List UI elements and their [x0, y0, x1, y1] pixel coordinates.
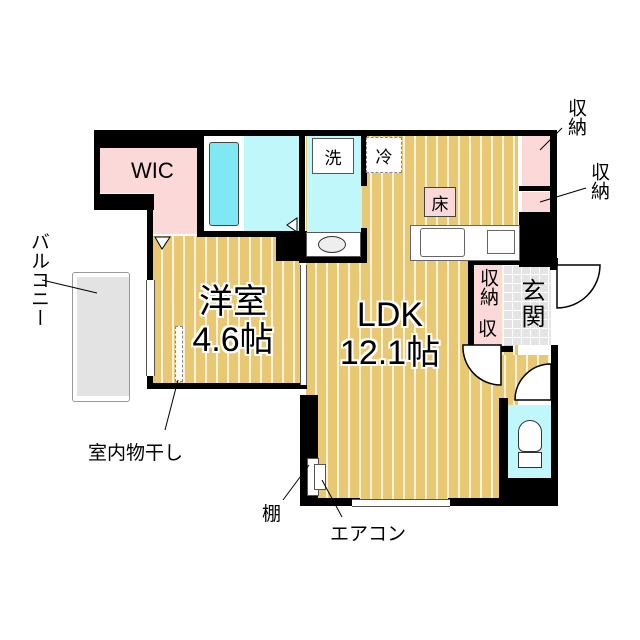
balcony-floor: [77, 277, 129, 396]
kitchen-sink: [420, 228, 465, 257]
entrance-storage-label: 収納: [477, 268, 499, 306]
ldk-label: LDK 12.1帖: [330, 296, 450, 372]
floor-heating-badge: 床: [424, 187, 456, 217]
wall-top-left: [94, 130, 204, 148]
washbasin-bowl: [318, 236, 346, 253]
storage-top-callout: 収納: [565, 98, 587, 136]
wall-wash-block: [276, 231, 306, 261]
washer-space: 洗: [312, 138, 354, 174]
entrance-storage-floor: [474, 265, 502, 345]
fridge-space: 冷: [366, 137, 402, 173]
ldk-size: 12.1帖: [339, 334, 441, 372]
ldk-western-sliding-door: [300, 265, 307, 385]
wall-top: [200, 130, 556, 136]
wall-entrance-left: [468, 258, 474, 353]
wall-toilet-left: [499, 398, 508, 506]
wall-right-top: [550, 130, 557, 270]
wall-wic-bottom: [94, 194, 154, 210]
indoor-drying-callout: 室内物干し: [88, 442, 184, 464]
wall-bath-wash: [299, 130, 305, 237]
entrance-label: 玄関: [517, 278, 545, 330]
storage-right-callout: 収納: [588, 162, 610, 200]
floor-heating-label: 床: [431, 194, 449, 215]
kitchen-stove: [487, 230, 515, 254]
wall-storage-divider: [519, 186, 556, 191]
entrance-floor: [503, 265, 551, 345]
western-room-size: 4.6帖: [192, 321, 274, 359]
ldk-name: LDK: [356, 296, 424, 334]
wall-bath-bottom: [197, 231, 307, 237]
balcony-callout: バルコニー: [28, 232, 50, 327]
wic-floor-lower: [153, 148, 197, 234]
wall-wash-right-low: [361, 228, 367, 263]
storage-right-floor: [522, 192, 550, 212]
entrance-storage-2-label: 収: [478, 318, 498, 340]
wic-label: WIC: [131, 158, 174, 183]
wall-entrance-top: [468, 258, 558, 265]
ldk-window: [352, 499, 450, 507]
wall-toilet-bottom: [499, 478, 557, 506]
air-conditioner: [314, 464, 326, 490]
kitchen-counter: [410, 225, 520, 261]
toilet-tank: [518, 452, 542, 468]
wall-left-wic: [94, 130, 100, 210]
wall-kitchen-block: [519, 212, 557, 267]
western-room-label: 洋室 4.6帖: [188, 283, 278, 359]
washer-label: 洗: [324, 148, 342, 169]
shelf-callout: 棚: [262, 503, 282, 525]
wall-western-bottom: [147, 383, 307, 389]
toilet-bowl: [518, 420, 542, 452]
wall-wash-right: [361, 130, 367, 186]
western-room-name: 洋室: [199, 283, 267, 321]
balcony-window: [146, 280, 155, 376]
fridge-label: 冷: [375, 147, 393, 168]
air-conditioner-callout: エアコン: [330, 523, 407, 545]
bathtub-basin: [209, 142, 239, 226]
wall-right-mid: [551, 345, 558, 505]
indoor-drying-rail: [175, 326, 183, 382]
wall-wash-bottom: [299, 257, 367, 263]
wall-ldk-bottom: [300, 498, 360, 506]
western-room-floor: [152, 236, 300, 383]
wall-wic-bath: [197, 130, 204, 236]
